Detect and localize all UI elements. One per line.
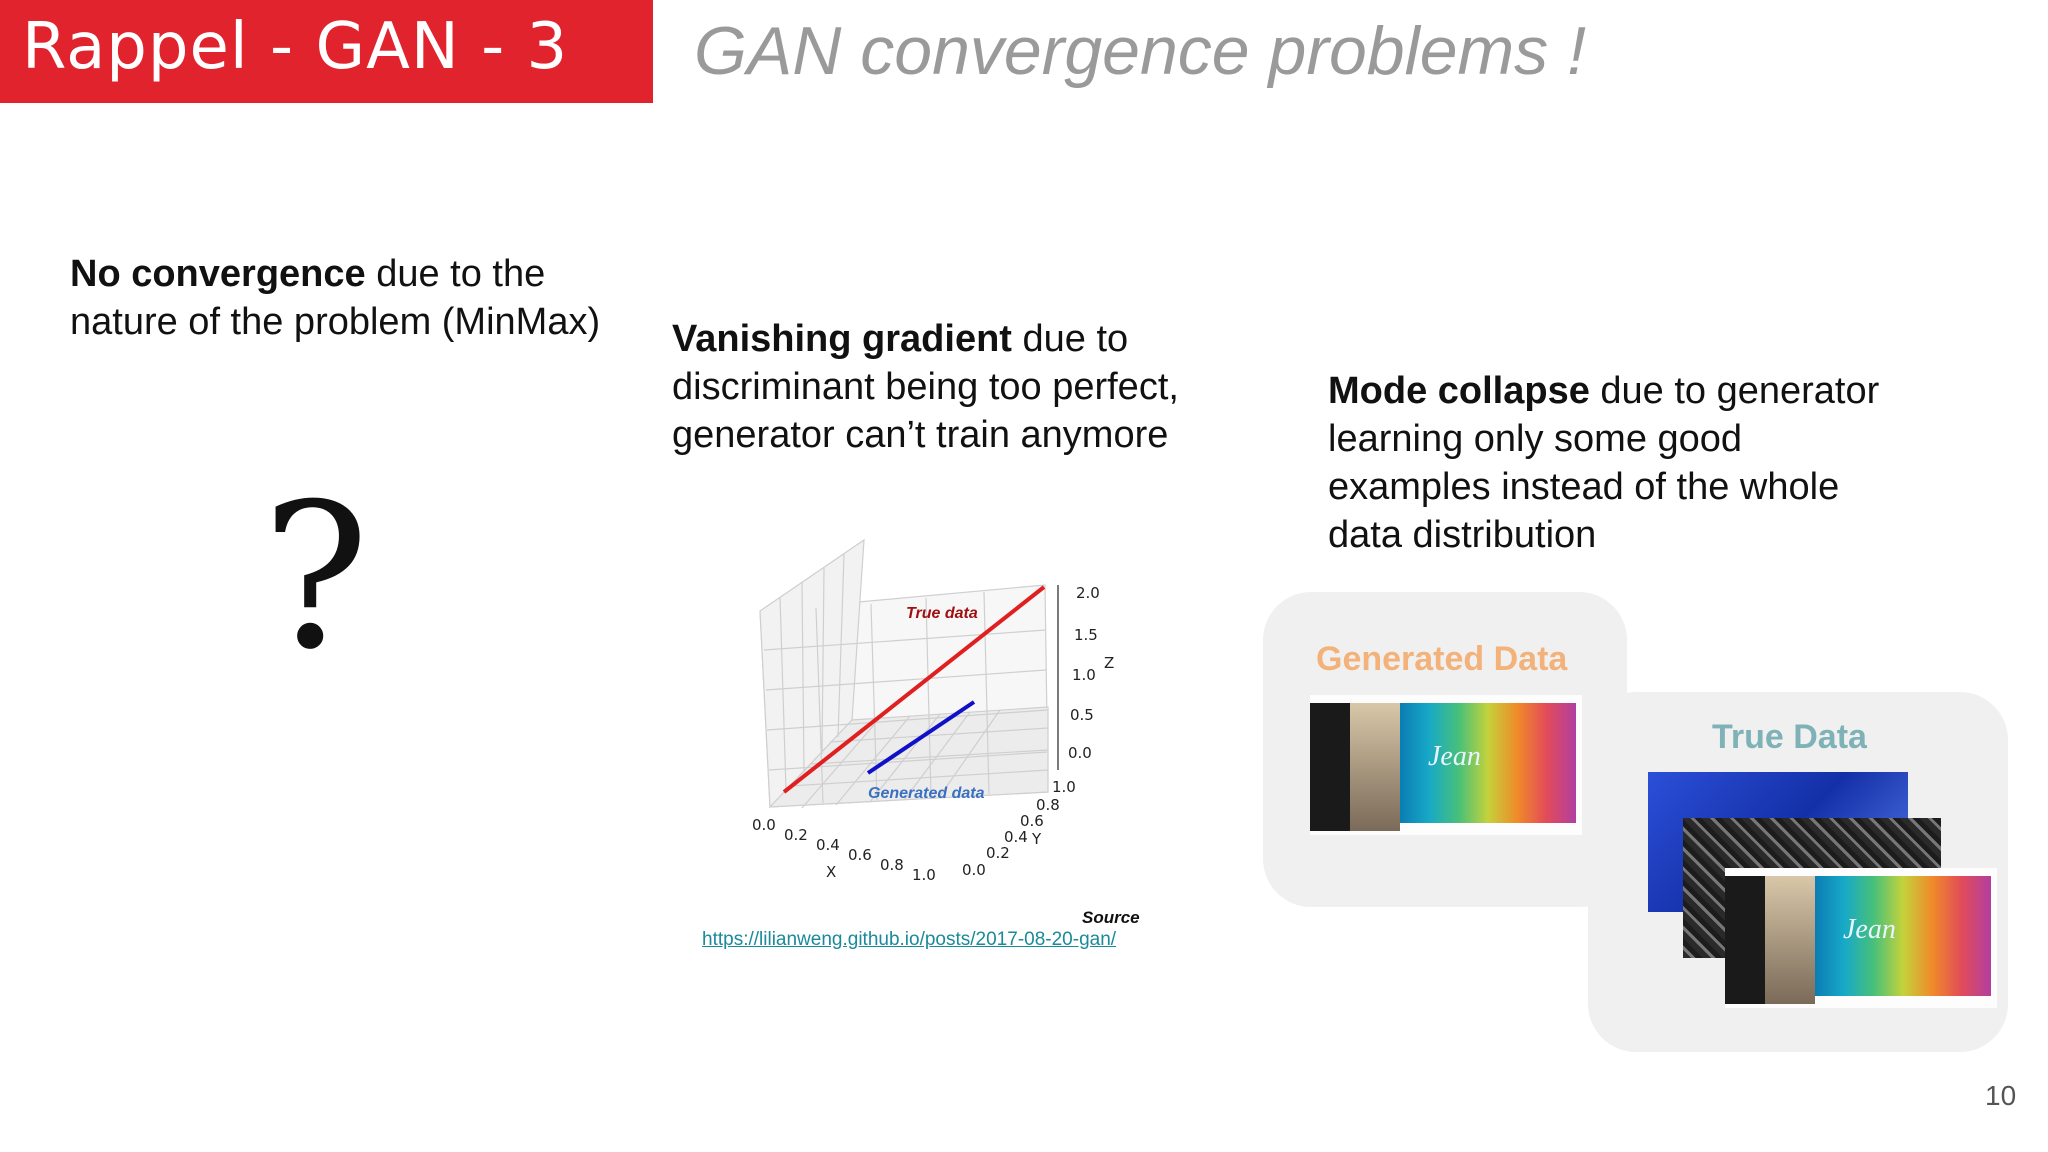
generated-data-label: Generated data xyxy=(868,785,985,802)
true-data-image-3: Jean xyxy=(1725,868,1997,1008)
y-tick: 0.6 xyxy=(1020,812,1044,830)
true-data-line xyxy=(782,585,1046,794)
y-tick: 0.2 xyxy=(986,844,1010,862)
mode-collapse-text: Mode collapse due to generator learning … xyxy=(1328,367,1908,559)
z-tick: 2.0 xyxy=(1076,584,1100,602)
y-axis-label: Y xyxy=(1031,830,1042,848)
vanishing-gradient-text: Vanishing gradient due to discriminant b… xyxy=(672,315,1232,459)
x-tick: 1.0 xyxy=(912,866,936,884)
true-data-label: True data xyxy=(906,605,978,622)
x-tick: 0.4 xyxy=(816,836,840,854)
x-tick: 0.6 xyxy=(848,846,872,864)
z-tick: 0.5 xyxy=(1070,706,1094,724)
image-caption: Jean xyxy=(1428,741,1481,772)
vanishing-gradient-heading: Vanishing gradient xyxy=(672,318,1012,360)
slide-title: GAN convergence problems ! xyxy=(694,13,1586,89)
x-tick: 0.8 xyxy=(880,856,904,874)
vanishing-gradient-desc: due to discriminant being too perfect, g… xyxy=(672,318,1179,456)
generated-data-line xyxy=(866,700,976,775)
source-label: Source xyxy=(1082,908,1140,927)
image-caption: Jean xyxy=(1843,914,1896,945)
no-convergence-text: No convergence due to the nature of the … xyxy=(70,250,610,346)
y-tick: 1.0 xyxy=(1052,778,1076,796)
y-tick: 0.4 xyxy=(1004,828,1028,846)
generated-data-title: Generated Data xyxy=(1316,640,1568,678)
vanishing-gradient-plot: True data Generated data 2.0 1.5 1.0 0.5… xyxy=(752,538,1114,884)
x-tick: 0.2 xyxy=(784,826,808,844)
no-convergence-heading: No convergence xyxy=(70,253,366,295)
mode-collapse-desc: due to generator learning only some good… xyxy=(1328,370,1880,556)
section-title: Rappel - GAN - 3 xyxy=(22,10,569,84)
source-link[interactable]: https://lilianweng.github.io/posts/2017-… xyxy=(702,929,1117,950)
x-axis-label: X xyxy=(826,863,836,881)
no-convergence-desc: due to the nature of the problem (MinMax… xyxy=(70,253,601,343)
page-number: 10 xyxy=(1985,1080,2017,1111)
z-tick: 1.5 xyxy=(1074,626,1098,644)
mode-collapse-heading: Mode collapse xyxy=(1328,370,1590,412)
z-axis-label: Z xyxy=(1104,654,1114,672)
question-mark-icon: ? xyxy=(262,461,370,694)
x-tick: 0.0 xyxy=(752,816,776,834)
y-tick: 0.0 xyxy=(962,861,986,879)
z-tick: 1.0 xyxy=(1072,666,1096,684)
z-tick: 0.0 xyxy=(1068,744,1092,762)
section-header: Rappel - GAN - 3 xyxy=(0,0,653,103)
true-data-title: True Data xyxy=(1712,718,1867,756)
y-tick: 0.8 xyxy=(1036,796,1060,814)
generated-supercomputer-image: Jean xyxy=(1310,695,1582,835)
